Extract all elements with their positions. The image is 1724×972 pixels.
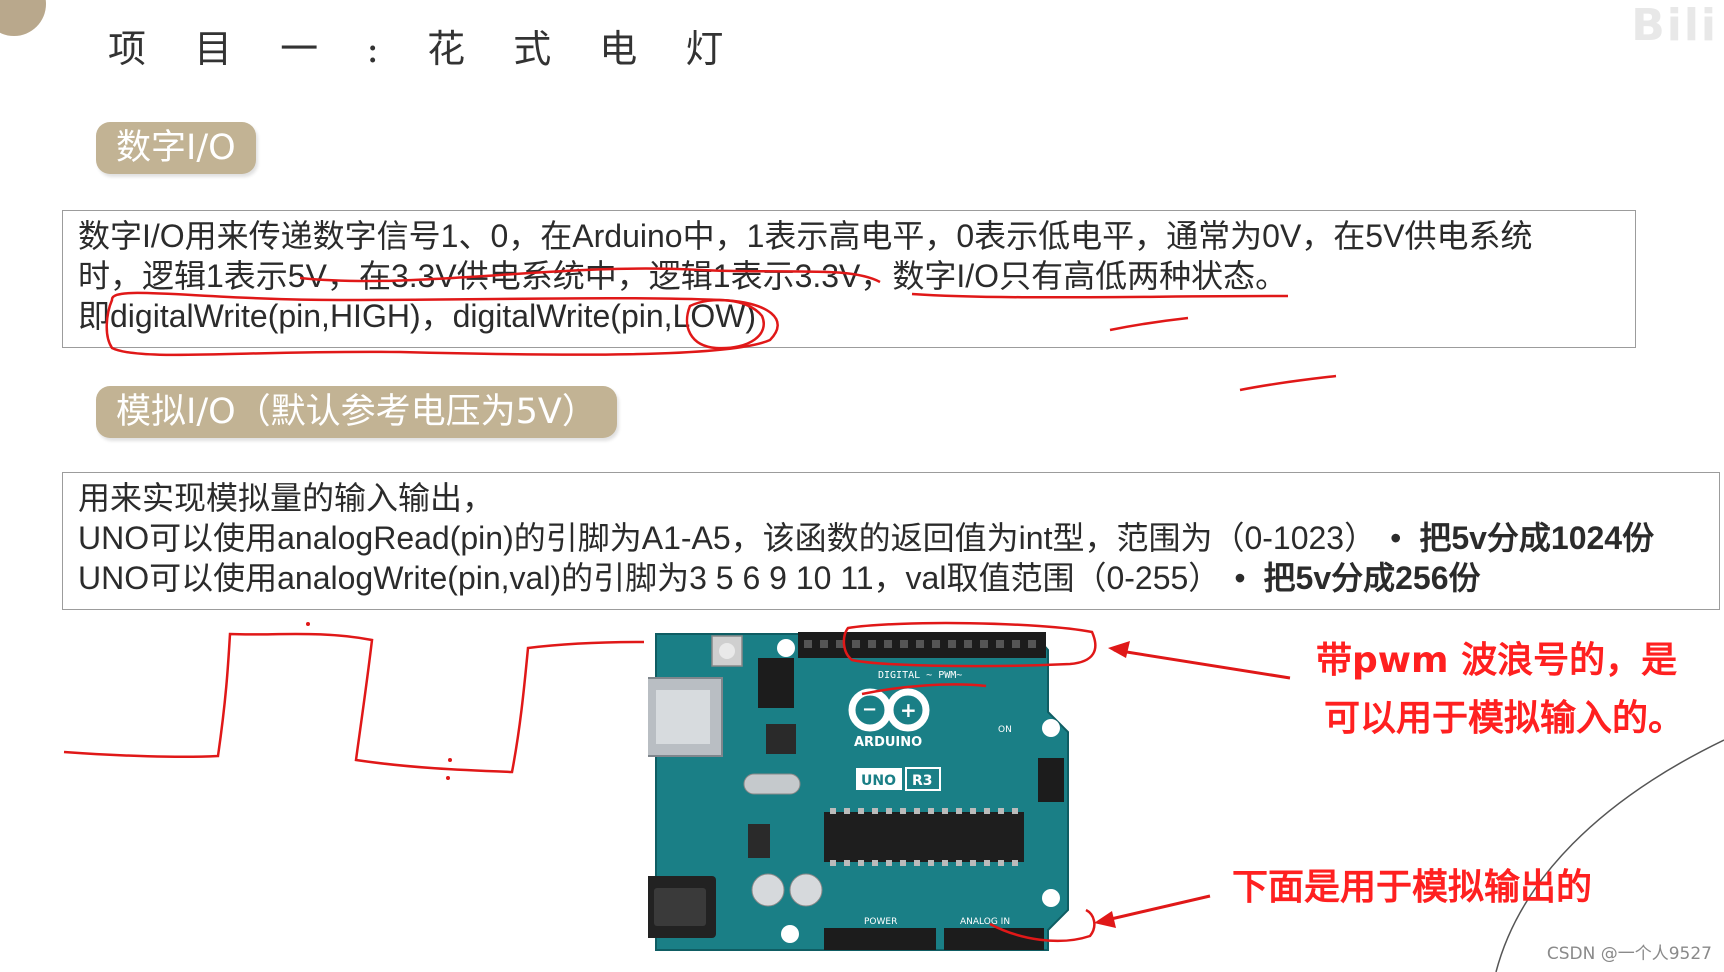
digital-header-pins	[804, 640, 1036, 648]
arrow-line	[1113, 648, 1291, 680]
pwm-annotation-line-1: 带pwm 波浪号的，是	[1316, 640, 1678, 681]
bullet: •	[1234, 560, 1246, 596]
pwm-annotation-line-2: 可以用于模拟输入的。	[1324, 698, 1685, 739]
digital-pwm-label: DIGITAL ~ PWM~	[878, 670, 962, 681]
capacitor	[751, 873, 785, 907]
revision-label: R3	[912, 773, 933, 789]
power-header	[824, 928, 936, 950]
analog-write-text: UNO可以使用analogWrite(pin,val)的引脚为3 5 6 9 1…	[78, 560, 1221, 596]
analog-output-annotation: 下面是用于模拟输出的	[1232, 867, 1593, 908]
analog-read-note: 把5v分成1024份	[1419, 520, 1655, 556]
digital-io-line-1: 数字I/O用来传递数字信号1、0，在Arduino中，1表示高电平，0表示低电平…	[78, 218, 1533, 254]
arrow-head-icon	[1108, 641, 1130, 658]
svg-text:−: −	[862, 699, 877, 720]
csdn-watermark: CSDN @一个人9527	[1546, 944, 1712, 964]
digital-io-heading: 数字I/O	[96, 122, 256, 174]
analog-io-description: 用来实现模拟量的输入输出， UNO可以使用analogRead(pin)的引脚为…	[62, 472, 1720, 610]
capacitor	[789, 873, 823, 907]
decorative-arc	[1495, 739, 1724, 972]
analog-io-line-1: 用来实现模拟量的输入输出，	[78, 480, 495, 516]
arduino-uno-board: DIGITAL ~ PWM~ − + ARDUINO UNO R3 ON	[648, 632, 1069, 951]
icsp-header-2	[1038, 758, 1064, 802]
digital-io-line-3: 即digitalWrite(pin,HIGH)，digitalWrite(pin…	[78, 298, 757, 334]
analog-io-heading: 模拟I/O（默认参考电压为5V）	[96, 386, 617, 438]
dash-mark	[1239, 374, 1337, 392]
analog-header	[944, 928, 1044, 950]
uno-model-label: UNO	[861, 773, 896, 789]
bullet: •	[1390, 520, 1402, 556]
arrow-line	[1097, 894, 1211, 924]
digital-io-line-2: 时，逻辑1表示5V，在3.3V供电系统中，逻辑1表示3.3V，数字I/O只有高低…	[78, 258, 1288, 294]
square-wave-sketch	[63, 632, 645, 774]
usb-chip	[766, 724, 796, 754]
slide-title: 项 目 一 : 花 式 电 灯	[108, 27, 742, 71]
arduino-brand-label: ARDUINO	[854, 735, 922, 750]
digital-io-description: 数字I/O用来传递数字信号1、0，在Arduino中，1表示高电平，0表示低电平…	[62, 210, 1636, 348]
analog-read-text: UNO可以使用analogRead(pin)的引脚为A1-A5，该函数的返回值为…	[78, 520, 1377, 556]
icsp-header	[758, 658, 794, 708]
analog-io-line-2: UNO可以使用analogRead(pin)的引脚为A1-A5，该函数的返回值为…	[78, 518, 1704, 558]
power-label: POWER	[864, 917, 897, 927]
corner-decoration	[0, 0, 46, 36]
analog-io-line-3: UNO可以使用analogWrite(pin,val)的引脚为3 5 6 9 1…	[78, 558, 1704, 598]
on-led-label: ON	[998, 725, 1012, 735]
pwm-annotation: 带pwm 波浪号的，是 可以用于模拟输入的。	[1316, 632, 1684, 748]
bilibili-watermark-logo: Bili	[1631, 0, 1718, 51]
atmega-chip	[824, 812, 1024, 862]
analog-in-label: ANALOG IN	[960, 917, 1010, 927]
analog-write-note: 把5v分成256份	[1263, 560, 1481, 596]
crystal	[743, 773, 801, 795]
svg-text:+: +	[900, 698, 917, 722]
